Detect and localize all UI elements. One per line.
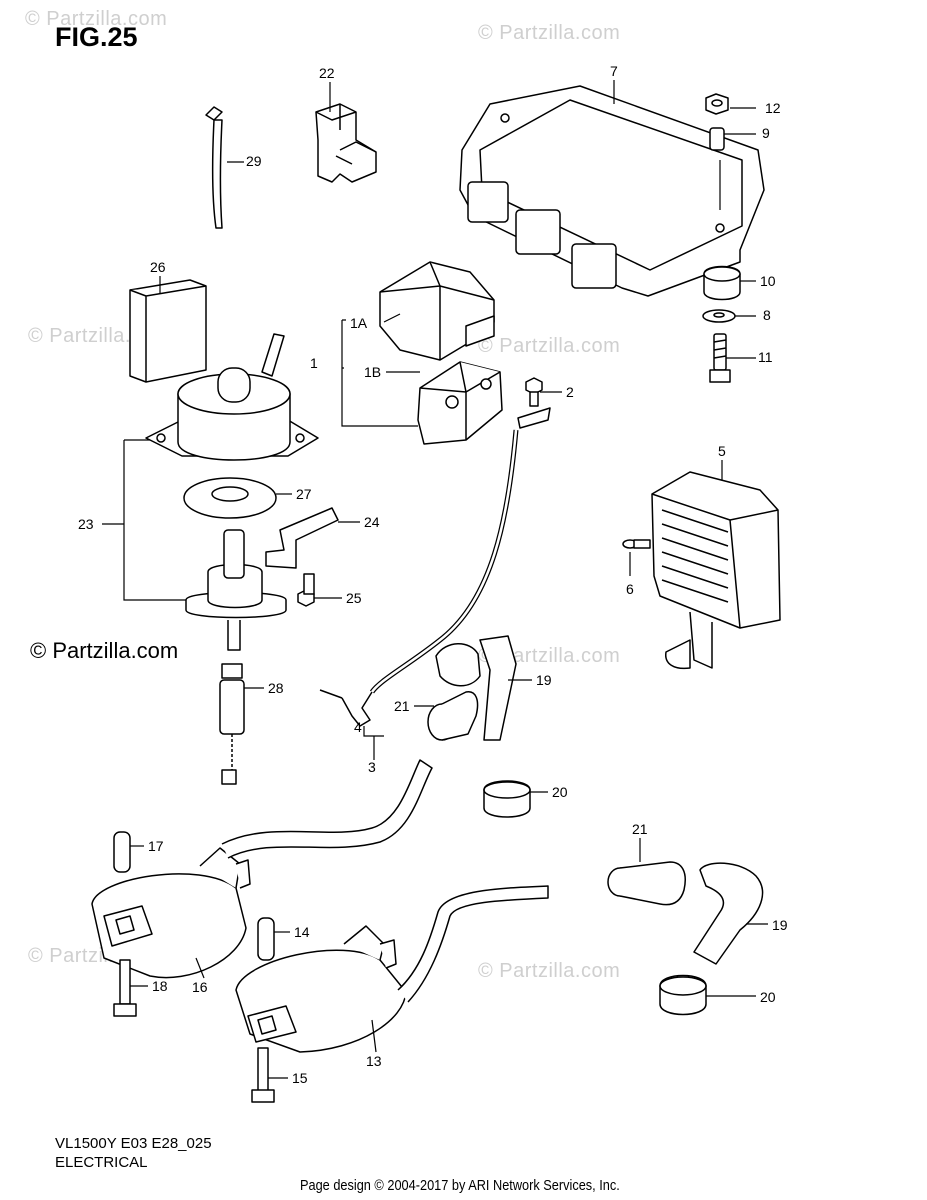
callout-4: 4 — [354, 719, 362, 735]
figure-title: FIG.25 — [55, 22, 138, 52]
callout-6: 6 — [626, 581, 634, 597]
screw-part[interactable] — [622, 539, 651, 549]
starter-relay-part[interactable] — [417, 361, 503, 445]
callout-8: 8 — [763, 307, 771, 323]
bolt-part-25[interactable] — [297, 573, 315, 607]
washer-part[interactable] — [702, 309, 736, 323]
callout-19: 19 — [536, 672, 552, 688]
noise-suppressor-lower-part[interactable] — [607, 861, 686, 906]
callout-22: 22 — [319, 65, 335, 81]
plug-cap-seal-lower-part[interactable] — [659, 974, 707, 1016]
callout-11: 11 — [758, 349, 773, 365]
plug-cap-seal-part[interactable] — [483, 780, 531, 818]
callout-18: 18 — [152, 978, 168, 994]
nut-part[interactable] — [705, 93, 729, 115]
callout-17: 17 — [148, 838, 164, 854]
callout-21-lower: 21 — [632, 821, 648, 837]
callout-29: 29 — [246, 153, 262, 169]
watermark: © Partzilla.com — [478, 960, 621, 982]
bracket-part[interactable] — [265, 507, 339, 569]
connector-block-part[interactable] — [315, 103, 377, 183]
callout-20-lower: 20 — [760, 989, 776, 1005]
footer-model-info: VL1500Y E03 E28_025 ELECTRICAL — [55, 1134, 212, 1172]
ignition-coil-front-part[interactable] — [91, 759, 433, 979]
grommet-part[interactable] — [703, 265, 741, 301]
bolt-part[interactable] — [709, 333, 731, 383]
plate-part[interactable] — [129, 279, 207, 383]
regulator-rectifier-part[interactable] — [651, 471, 781, 670]
callout-13: 13 — [366, 1053, 382, 1069]
sensor-lead-part[interactable] — [219, 663, 245, 785]
callout-25: 25 — [346, 590, 362, 606]
callout-21: 21 — [394, 698, 410, 714]
ignition-coil-rear-part[interactable] — [235, 885, 549, 1053]
callout-1B: 1B — [364, 364, 381, 380]
pickup-rotor-part[interactable] — [185, 529, 287, 651]
callout-24: 24 — [364, 514, 380, 530]
collar-part[interactable] — [709, 127, 725, 151]
callout-10: 10 — [760, 273, 776, 289]
callout-27: 27 — [296, 486, 312, 502]
plug-cap-lower-part[interactable] — [693, 862, 764, 965]
section-name: ELECTRICAL — [55, 1154, 148, 1171]
coil-bolt-rear-part[interactable] — [251, 1047, 275, 1103]
plug-cap-part[interactable] — [435, 635, 517, 741]
noise-suppressor-part[interactable] — [427, 691, 479, 741]
callout-16: 16 — [192, 979, 208, 995]
callout-1: 1 — [310, 355, 318, 371]
callout-14: 14 — [294, 924, 310, 940]
watermark-strong: © Partzilla.com — [30, 638, 179, 663]
callout-1A: 1A — [350, 315, 368, 331]
small-bolt-part[interactable] — [525, 377, 543, 407]
callout-19-lower: 19 — [772, 917, 788, 933]
wire-lead-part[interactable] — [205, 106, 223, 229]
watermark: © Partzilla.com — [478, 335, 621, 357]
pickup-coil-part[interactable] — [145, 333, 319, 461]
footer-copyright: Page design © 2004-2017 by ARI Network S… — [300, 1177, 620, 1194]
ecm-module-part[interactable] — [459, 85, 765, 297]
callout-5: 5 — [718, 443, 726, 459]
watermark: © Partzilla.com — [25, 8, 168, 30]
callout-2: 2 — [566, 384, 574, 400]
callout-28: 28 — [268, 680, 284, 696]
callout-20: 20 — [552, 784, 568, 800]
callout-9: 9 — [762, 125, 770, 141]
callout-3: 3 — [368, 759, 376, 775]
coil-collar-part[interactable] — [113, 831, 131, 873]
lead-wire-part[interactable] — [319, 407, 551, 727]
watermark: © Partzilla.com — [478, 22, 621, 44]
callout-15: 15 — [292, 1070, 308, 1086]
callout-23: 23 — [78, 516, 94, 532]
model-code: VL1500Y E03 E28_025 — [55, 1135, 212, 1152]
starter-relay-cover-part[interactable] — [379, 261, 495, 361]
callout-26: 26 — [150, 259, 166, 275]
coil-collar-rear-part[interactable] — [257, 917, 275, 961]
callout-12: 12 — [765, 100, 781, 116]
rubber-ring-part[interactable] — [183, 477, 277, 519]
callout-7: 7 — [610, 63, 618, 79]
coil-bolt-front-part[interactable] — [113, 959, 137, 1017]
